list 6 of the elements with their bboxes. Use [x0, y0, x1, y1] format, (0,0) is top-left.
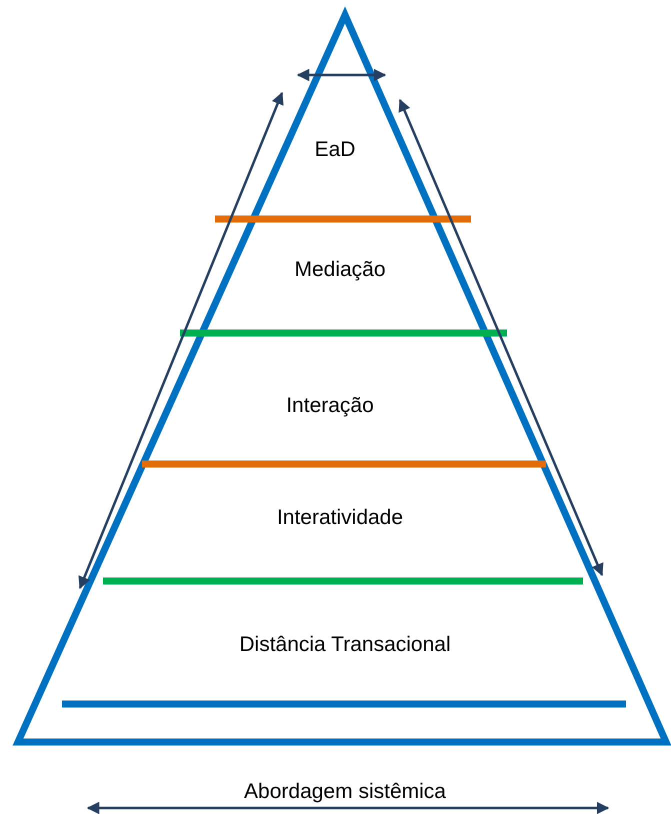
layer-label: Distância Transacional [239, 633, 451, 657]
layer-label: Interação [286, 394, 374, 418]
layer-label: EaD [314, 138, 356, 162]
layer-label: Interatividade [276, 506, 404, 530]
axis-label: Abordagem sistêmica [244, 780, 446, 804]
layer-label: Mediação [294, 258, 386, 282]
